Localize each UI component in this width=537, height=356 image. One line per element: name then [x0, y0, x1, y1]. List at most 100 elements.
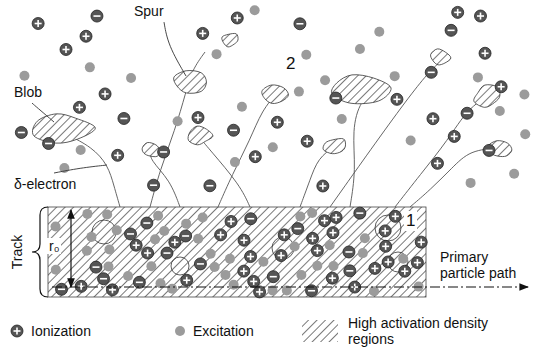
- excitation-dot: [220, 270, 230, 280]
- ionization-plus: [225, 215, 237, 227]
- delta-electron-path: [218, 92, 278, 207]
- ionization-minus: [445, 24, 457, 36]
- ionization-plus: [130, 239, 142, 251]
- excitation-dot: [268, 142, 278, 152]
- ionization-plus: [415, 236, 427, 248]
- excitation-dot: [390, 71, 400, 81]
- ionization-plus: [112, 149, 124, 161]
- excitation-dot: [250, 5, 260, 15]
- ionization-plus: [479, 47, 491, 59]
- track-label: Track: [9, 235, 25, 269]
- ionization-plus: [32, 18, 44, 30]
- region-number: 2: [286, 54, 295, 74]
- ionization-plus: [278, 229, 290, 241]
- excitation-dot: [82, 209, 92, 219]
- radius-arrow: [70, 210, 71, 287]
- ionization-plus: [231, 12, 243, 24]
- excitation-dot: [360, 233, 370, 243]
- excitation-dot: [374, 27, 384, 37]
- ionization-minus: [15, 126, 27, 138]
- excitation-dot: [307, 208, 317, 218]
- ionization-minus: [267, 271, 279, 283]
- ionization-plus: [249, 151, 261, 163]
- excitation-dot: [159, 226, 169, 236]
- excitation-dot: [495, 106, 505, 116]
- ionization-minus: [228, 124, 240, 136]
- ionization-plus: [99, 88, 111, 100]
- ionization-plus: [326, 272, 338, 284]
- excitation-dot: [146, 261, 156, 271]
- ionization-plus: [271, 116, 283, 128]
- ionization-minus: [294, 18, 306, 30]
- ionization-plus: [254, 286, 266, 298]
- ionization-plus: [106, 284, 118, 296]
- delta-electron-path: [410, 148, 500, 207]
- blob-shape: [174, 71, 207, 94]
- ionization-plus: [389, 210, 401, 222]
- hatch-swatch: [302, 320, 338, 342]
- ionization-plus: [80, 30, 92, 42]
- excitation-dot: [398, 254, 408, 264]
- blob-shape: [188, 126, 213, 145]
- legend-text: High activation density regions: [348, 315, 518, 347]
- ionization-plus: [238, 234, 250, 246]
- ionization-plus: [245, 251, 257, 263]
- ionization-plus: [317, 180, 329, 192]
- excitation-dot: [123, 271, 133, 281]
- track-region: [48, 207, 426, 297]
- ionization-plus: [452, 6, 464, 18]
- excitation-dot: [210, 262, 220, 272]
- delta-electron-path: [200, 138, 250, 207]
- excitation-dot: [126, 73, 136, 83]
- excitation-dot: [153, 211, 163, 221]
- ionization-minus: [204, 180, 216, 192]
- ionization-plus: [369, 262, 381, 274]
- ionization-plus: [215, 229, 227, 241]
- ionization-plus: [75, 280, 87, 292]
- track-band: [48, 207, 426, 297]
- leader-line: [164, 22, 186, 76]
- excitation-dot: [230, 157, 240, 167]
- spur-label: Spur: [134, 3, 164, 19]
- excitation-dot: [296, 270, 306, 280]
- excitation-dot: [112, 225, 122, 235]
- blob-shape: [262, 85, 289, 104]
- legend-text: Ionization: [31, 323, 91, 339]
- excitation-dot: [369, 286, 379, 296]
- excitation-dot: [337, 114, 347, 124]
- excitation-dot: [225, 254, 235, 264]
- blob-shape: [323, 139, 346, 154]
- excitation-dot: [85, 62, 95, 72]
- ionization-plus: [301, 135, 313, 147]
- leader-line: [32, 103, 54, 122]
- ionization-minus: [180, 230, 192, 242]
- blob-label: Blob: [14, 84, 42, 100]
- excitation-dot: [406, 135, 416, 145]
- excitation-dot: [295, 212, 305, 222]
- ionization-plus: [379, 225, 391, 237]
- ionization-minus: [118, 112, 130, 124]
- ionization-minus: [194, 258, 206, 270]
- excitation-dot: [103, 262, 113, 272]
- spur-circle: [171, 257, 189, 275]
- excitation-dot: [328, 261, 338, 271]
- ionization-minus: [43, 137, 55, 149]
- ionization-plus: [60, 43, 72, 55]
- excitation-dot: [102, 209, 112, 219]
- leader-line: [54, 165, 107, 173]
- delta-electron-path: [150, 150, 180, 207]
- excitation-dot: [301, 50, 311, 60]
- ionization-plus: [181, 274, 193, 286]
- ionization-plus: [382, 256, 394, 268]
- excitation-dot: [206, 249, 216, 259]
- excitation-dot: [212, 49, 222, 59]
- ionization-plus: [448, 130, 460, 142]
- excitation-dot: [325, 240, 335, 250]
- excitation-dot: [167, 284, 177, 294]
- ionization-plus: [142, 247, 154, 259]
- excitation-dot: [198, 212, 208, 222]
- excitation-dot: [320, 75, 330, 85]
- ionization-plus: [327, 227, 339, 239]
